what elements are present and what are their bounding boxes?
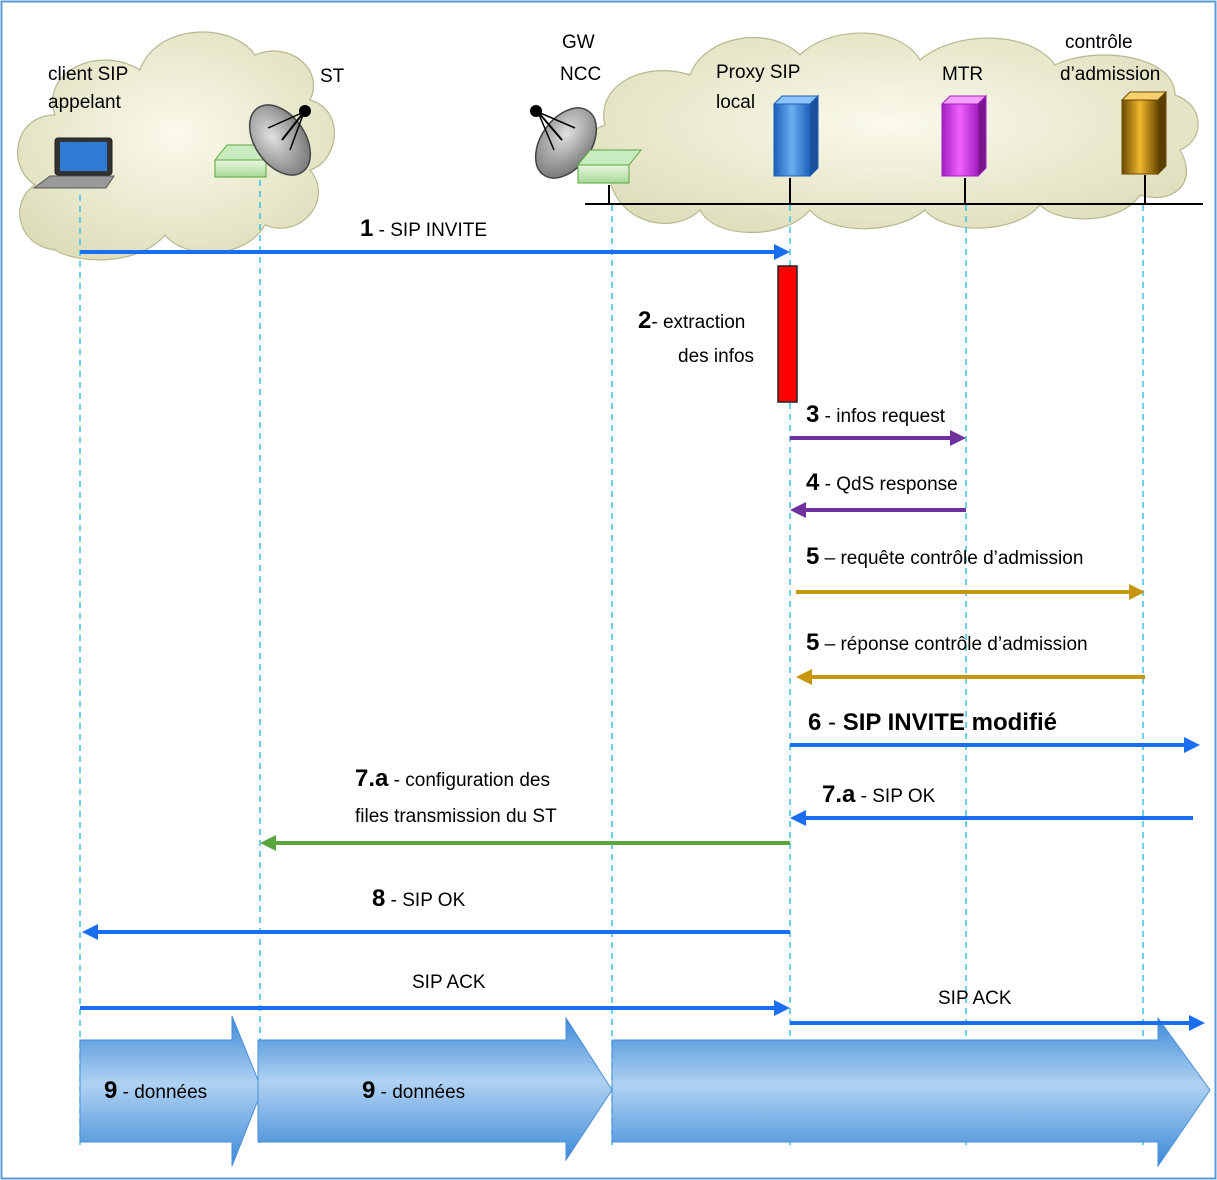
gw-router-icon <box>576 149 643 184</box>
label-gw-line1: GW <box>562 32 595 53</box>
laptop-icon <box>32 137 115 189</box>
msg-2-num: 2 <box>638 307 651 334</box>
msg-5a-text: – requête contrôle d’admission <box>819 548 1083 569</box>
msg-ack1-label: SIP ACK <box>412 972 486 993</box>
proxy-server-icon <box>772 94 820 178</box>
msg-4-num: 4 <box>806 469 820 496</box>
msg-ack2-label: SIP ACK <box>938 988 1012 1009</box>
msg-3-label: 3 - infos request <box>806 401 946 428</box>
msg-7a-config-arrow <box>260 835 790 851</box>
msg-5a-arrow <box>796 584 1145 600</box>
msg-2-text: - extraction <box>651 312 745 333</box>
msg-7a-config-text: - configuration des <box>388 770 550 791</box>
msg-ack1-arrow <box>80 1000 790 1016</box>
msg-8-text: - SIP OK <box>385 890 465 911</box>
msg-9a-text: - données <box>117 1082 207 1103</box>
msg-5a-num: 5 <box>806 543 819 570</box>
msg-5b-arrow <box>796 669 1145 685</box>
cloud-right <box>582 32 1199 234</box>
msg-3-arrow <box>790 430 966 446</box>
msg-3-num: 3 <box>806 401 819 428</box>
msg-5b-text: – réponse contrôle d’admission <box>819 634 1087 655</box>
msg-2-label-line1: 2- extraction <box>638 307 745 334</box>
msg-7a-config-num: 7.a <box>355 765 389 792</box>
extraction-activation-bar <box>777 265 798 403</box>
msg-8-arrow <box>82 924 790 940</box>
msg-9a-num: 9 <box>104 1077 117 1104</box>
msg-9b-text: - données <box>375 1082 465 1103</box>
msg-7a-ok-arrow <box>790 810 1193 826</box>
data-arrow-1 <box>79 1015 263 1167</box>
msg-7a-ok-text: - SIP OK <box>855 786 935 807</box>
msg-7a-config-label-line1: 7.a - configuration des <box>355 765 550 792</box>
mtr-server-icon <box>940 94 988 178</box>
msg-ack2-arrow <box>790 1015 1205 1031</box>
label-client-line2: appelant <box>48 92 122 113</box>
msg-6-arrow <box>790 737 1200 753</box>
msg-6-bold: SIP INVITE modifié <box>843 709 1057 736</box>
label-proxy-line2: local <box>716 92 755 113</box>
msg-1-text: - SIP INVITE <box>373 220 487 241</box>
msg-8-label: 8 - SIP OK <box>372 885 466 912</box>
msg-1-label: 1 - SIP INVITE <box>360 215 487 242</box>
msg-9b-num: 9 <box>362 1077 375 1104</box>
msg-7a-ok-num: 7.a <box>822 781 856 808</box>
msg-9a-label: 9 - données <box>104 1077 207 1104</box>
msg-6-num: 6 <box>808 709 821 736</box>
msg-9b-label: 9 - données <box>362 1077 465 1104</box>
label-st: ST <box>320 66 345 87</box>
msg-4-arrow <box>790 502 966 518</box>
msg-5b-label: 5 – réponse contrôle d’admission <box>806 629 1088 656</box>
msg-8-num: 8 <box>372 885 385 912</box>
msg-1-arrow <box>80 244 790 260</box>
msg-3-text: - infos request <box>819 406 945 427</box>
admission-control-server-icon <box>1120 90 1168 176</box>
msg-4-text: - QdS response <box>819 474 957 495</box>
label-client-line1: client SIP <box>48 64 128 85</box>
msg-2-label-line2: des infos <box>678 346 754 367</box>
data-arrow-3 <box>611 1016 1211 1168</box>
label-admission-line2: d’admission <box>1060 64 1160 85</box>
st-router-icon <box>213 144 280 178</box>
st-satellite-dish-icon <box>248 104 312 176</box>
msg-6-label: 6 - SIP INVITE modifié <box>808 709 1057 736</box>
label-proxy-line1: Proxy SIP <box>716 62 800 83</box>
msg-6-text: - <box>821 709 842 736</box>
msg-5b-num: 5 <box>806 629 819 656</box>
msg-4-label: 4 - QdS response <box>806 469 958 496</box>
label-admission-line1: contrôle <box>1065 32 1133 53</box>
label-mtr: MTR <box>942 64 983 85</box>
msg-7a-ok-label: 7.a - SIP OK <box>822 781 936 808</box>
label-gw-line2: NCC <box>560 64 601 85</box>
msg-1-num: 1 <box>360 215 373 242</box>
msg-7a-config-label-line2: files transmission du ST <box>355 806 557 827</box>
msg-5a-label: 5 – requête contrôle d’admission <box>806 543 1083 570</box>
data-arrow-2 <box>257 1016 613 1162</box>
